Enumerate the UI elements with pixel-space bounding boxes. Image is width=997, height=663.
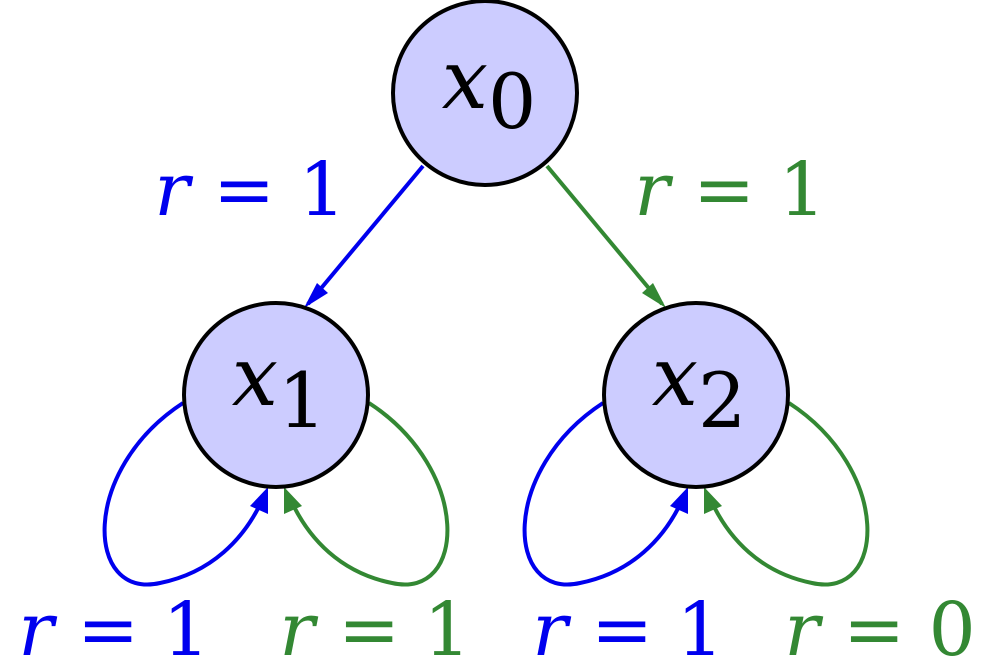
node-x0-label: x0 — [442, 33, 537, 146]
arrowhead-x0-to-x1 — [304, 283, 328, 308]
arrowhead-x1-loop-blue — [250, 487, 268, 514]
node-x0: x0 — [391, 0, 579, 187]
arrowhead-x0-to-x2 — [642, 283, 666, 308]
reward-label-x1-loop-blue: r = 1 — [18, 587, 210, 663]
edge-x0-to-x2 — [545, 164, 664, 306]
edge-x2-loop-blue — [522, 401, 686, 587]
reward-label-x0-x1: r = 1 — [154, 147, 346, 233]
reward-label-x1-loop-green: r = 1 — [279, 587, 471, 663]
arrowhead-x1-loop-green — [284, 487, 302, 514]
node-x2-label: x2 — [652, 330, 747, 445]
edge-x1-loop-green — [287, 401, 450, 587]
node-x1-label: x1 — [232, 330, 327, 445]
reward-label-x2-loop-green: r = 0 — [784, 587, 976, 663]
reward-label-x2-loop-blue: r = 1 — [532, 587, 724, 663]
node-x1: x1 — [182, 301, 370, 489]
edge-x0-to-x1 — [306, 164, 425, 306]
reward-label-x0-x2: r = 1 — [634, 147, 826, 233]
edge-x1-loop-blue — [102, 401, 266, 587]
edge-x2-loop-green — [707, 401, 870, 587]
arrowhead-x2-loop-blue — [670, 487, 688, 514]
node-x2: x2 — [602, 301, 790, 489]
arrowhead-x2-loop-green — [704, 487, 722, 514]
